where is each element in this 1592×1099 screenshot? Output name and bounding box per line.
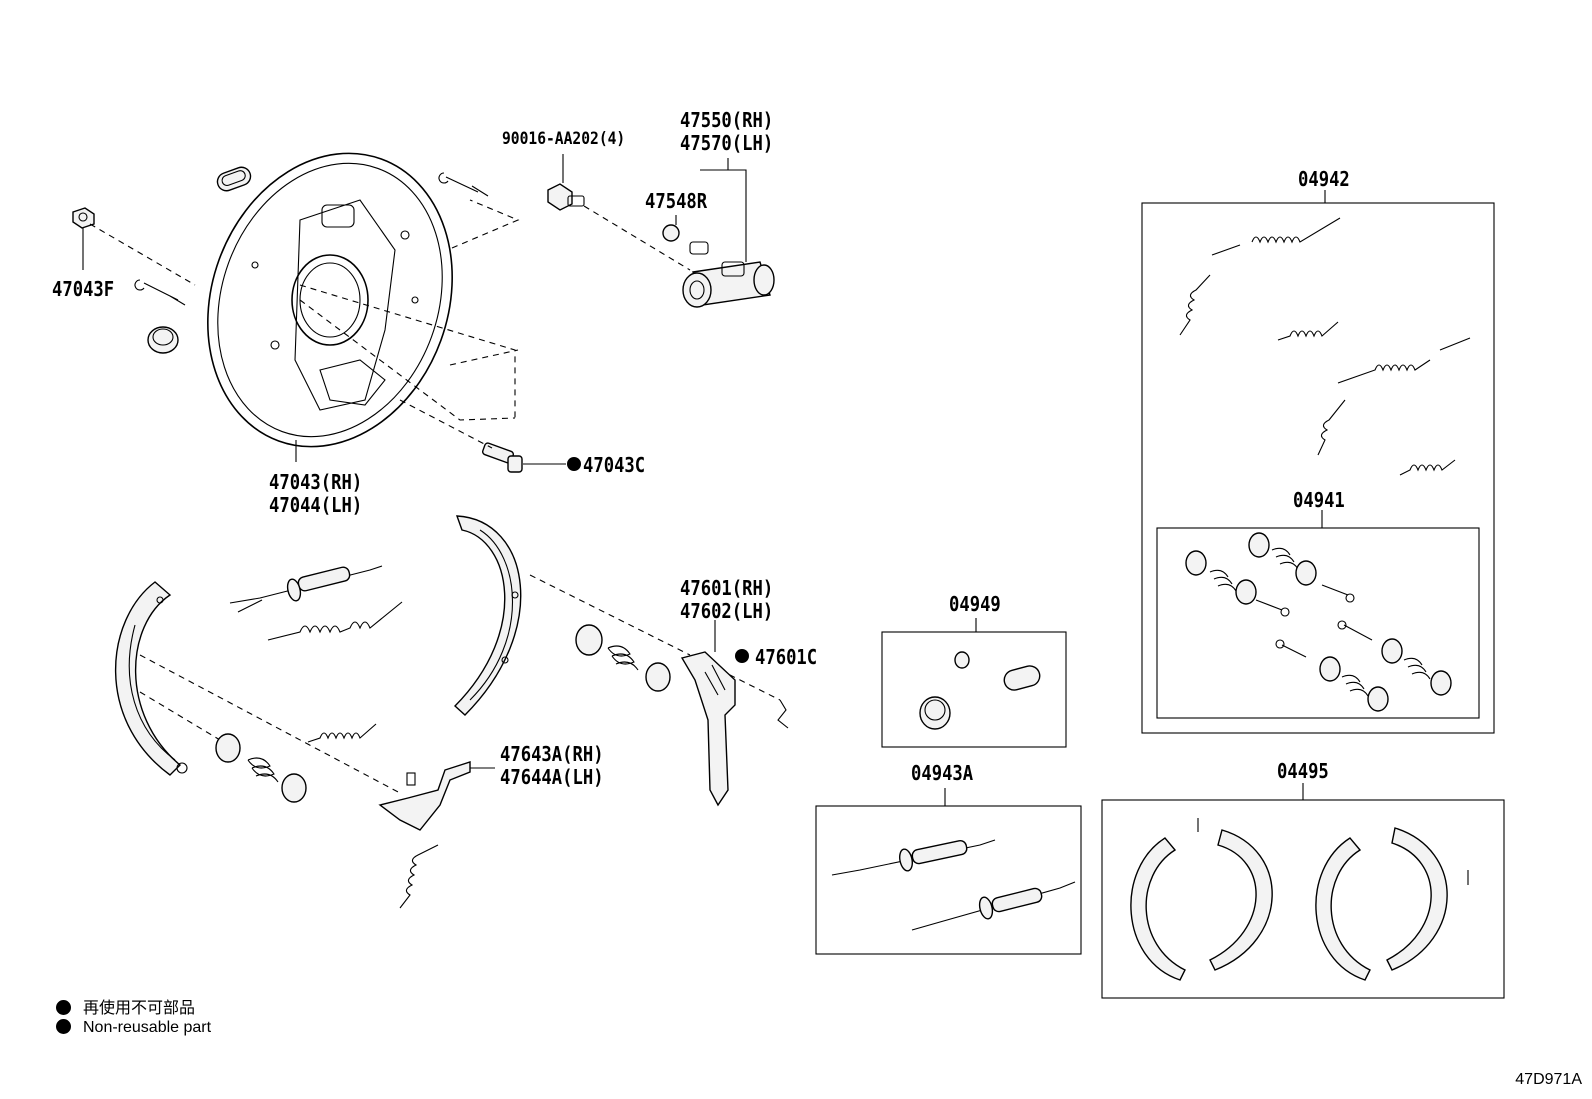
- wheel-cylinder-drawing: [682, 241, 775, 308]
- adjuster-strut-drawing: [229, 565, 383, 613]
- label-47043-rh: 47043(RH): [269, 470, 363, 494]
- bolt-47043c-drawing: [481, 442, 523, 473]
- parking-brake-lever-drawing: [378, 761, 471, 831]
- label-47601c: 47601C: [755, 645, 818, 669]
- figure-code: 47D971A: [1515, 1071, 1582, 1088]
- spring-kit-04942-drawing: [1179, 217, 1471, 476]
- cylinder-kit-04949-drawing: [919, 651, 1041, 730]
- nut-47043f-drawing: [72, 207, 95, 229]
- brake-shoe-right-drawing: [453, 515, 522, 716]
- kit-box-04943a: [815, 805, 1082, 955]
- label-47044-lh: 47044(LH): [269, 493, 363, 517]
- label-47043c: 47043C: [583, 453, 646, 477]
- kit-box-04942: [1141, 202, 1495, 734]
- kit-box-04941: [1156, 527, 1480, 719]
- kit-box-04949: [881, 631, 1067, 748]
- label-90016-aa202: 90016-AA202(4): [502, 129, 626, 149]
- bullet-icon: [56, 1000, 71, 1015]
- label-04943a: 04943A: [911, 761, 974, 785]
- shoe-set-04495-drawing: [1130, 818, 1469, 981]
- label-47643a-rh: 47643A(RH): [500, 742, 604, 766]
- bullet-icon: [56, 1019, 71, 1034]
- bolt-90016-drawing: [547, 183, 585, 211]
- label-04941: 04941: [1293, 488, 1345, 512]
- hold-down-kit-04941-drawing: [1185, 532, 1452, 712]
- label-47548r: 47548R: [645, 189, 708, 213]
- bleeder-plug-drawing: [662, 215, 680, 242]
- adjuster-kit-04943a-drawing: [831, 839, 1076, 931]
- label-47601-rh: 47601(RH): [680, 576, 774, 600]
- plug-grommet-drawing: [216, 166, 252, 192]
- legend-jp-text: 再使用不可部品: [83, 1000, 196, 1017]
- label-04495: 04495: [1277, 759, 1329, 783]
- legend-en-text: Non-reusable part: [83, 1019, 212, 1036]
- label-47602-lh: 47602(LH): [680, 599, 774, 623]
- label-47043f: 47043F: [52, 277, 115, 301]
- label-04949: 04949: [949, 592, 1001, 616]
- plug-drawing: [147, 326, 179, 354]
- legend-english: Non-reusable part: [56, 1019, 211, 1037]
- brake-shoe-left-drawing: [114, 581, 188, 776]
- adjusting-lever-drawing: [680, 651, 736, 807]
- label-47644a-lh: 47644A(LH): [500, 765, 604, 789]
- label-04942: 04942: [1298, 167, 1350, 191]
- label-47570-lh: 47570(LH): [680, 131, 774, 155]
- label-47550-rh: 47550(RH): [680, 108, 774, 132]
- legend-japanese: 再使用不可部品: [56, 994, 195, 1018]
